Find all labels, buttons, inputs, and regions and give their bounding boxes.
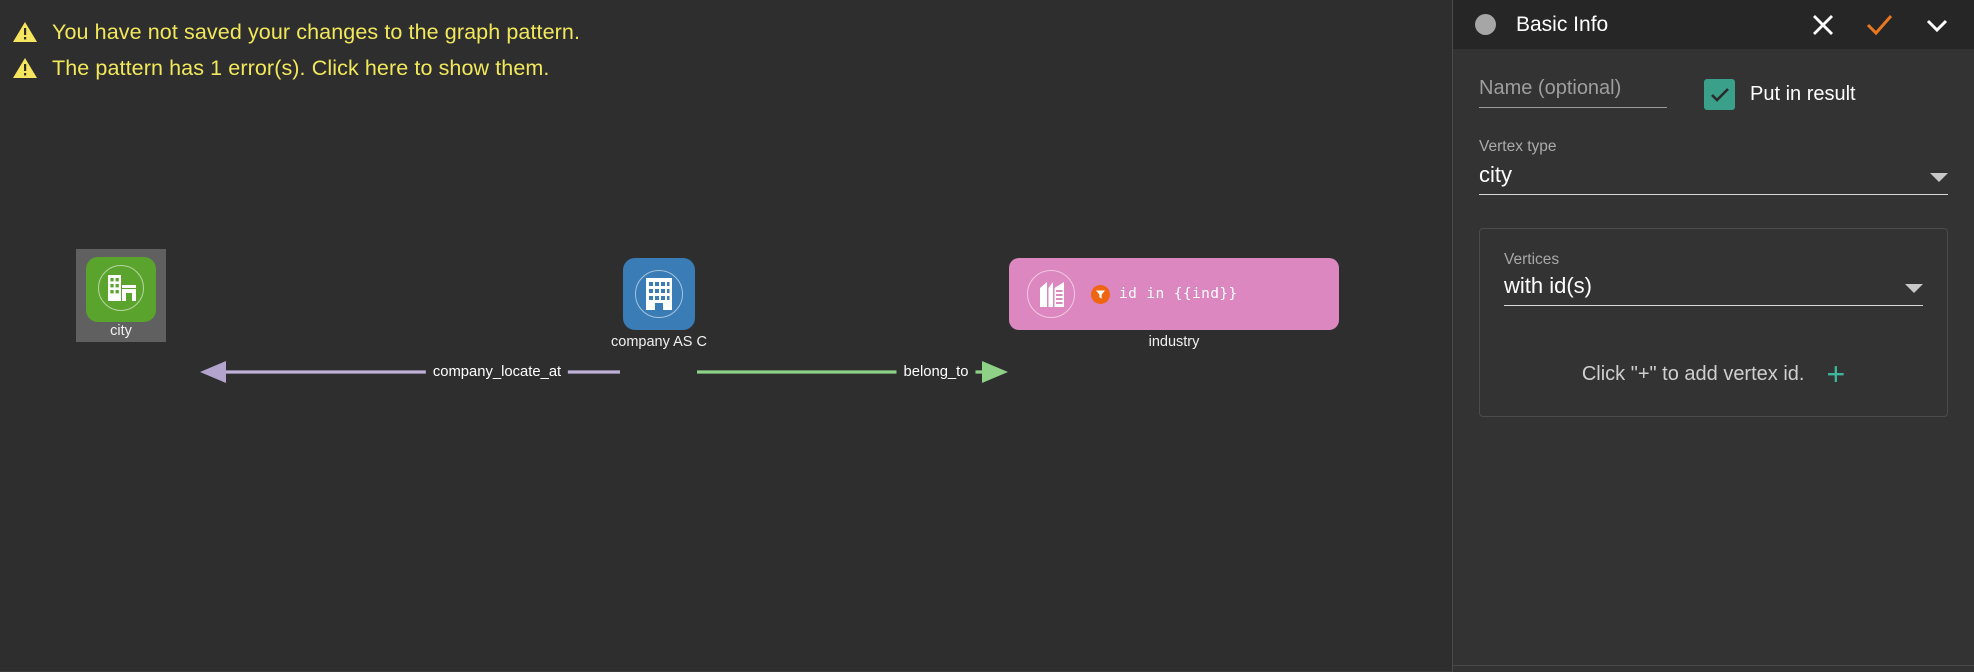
panel-title: Basic Info bbox=[1516, 12, 1609, 36]
filter-expression-text: id in {{ind}} bbox=[1119, 286, 1238, 302]
vertex-type-label: Vertex type bbox=[1479, 138, 1557, 155]
graph-node-industry[interactable]: id in {{ind}} industry bbox=[1009, 258, 1339, 350]
node-label: company AS C bbox=[611, 334, 707, 350]
basic-info-panel: Basic Info bbox=[1452, 0, 1974, 672]
put-in-result-checkbox[interactable] bbox=[1704, 79, 1735, 110]
warning-row-errors[interactable]: The pattern has 1 error(s). Click here t… bbox=[12, 50, 580, 86]
vertex-type-value: city bbox=[1479, 162, 1512, 187]
vertices-label: Vertices bbox=[1504, 251, 1560, 268]
edge-layer bbox=[200, 361, 1008, 383]
name-input[interactable]: Name (optional) bbox=[1479, 77, 1622, 99]
check-icon[interactable] bbox=[1865, 10, 1895, 40]
warning-text: You have not saved your changes to the g… bbox=[52, 19, 581, 44]
buildings-icon bbox=[107, 274, 137, 308]
plus-icon[interactable]: + bbox=[1826, 356, 1846, 392]
vertices-mode-select[interactable]: with id(s) bbox=[1504, 273, 1923, 305]
vertices-section: Vertices with id(s) Click "+" to add ver… bbox=[1479, 228, 1948, 417]
office-building-icon bbox=[645, 277, 673, 316]
chevron-down-icon[interactable] bbox=[1922, 10, 1952, 40]
vertex-type-select[interactable]: city bbox=[1479, 162, 1948, 194]
status-dot-icon bbox=[1475, 14, 1496, 35]
edge-label-belong-to[interactable]: belong_to bbox=[896, 364, 976, 380]
node-label: industry bbox=[1148, 334, 1200, 350]
warning-list: You have not saved your changes to the g… bbox=[12, 14, 580, 86]
node-icon-ring bbox=[1027, 270, 1075, 318]
stacked-books-icon bbox=[1038, 280, 1066, 314]
vertex-type-field: Vertex type city bbox=[1479, 138, 1948, 195]
name-and-result-row: Name (optional) Put in result bbox=[1479, 77, 1948, 110]
dropdown-caret-icon[interactable] bbox=[1930, 173, 1948, 182]
vertex-type-underline bbox=[1479, 194, 1948, 195]
panel-header: Basic Info bbox=[1453, 0, 1974, 49]
node-label: city bbox=[110, 323, 132, 339]
node-icon-ring bbox=[98, 265, 144, 311]
graph-node-company[interactable]: company AS C bbox=[611, 258, 707, 350]
warning-triangle-icon bbox=[12, 20, 38, 44]
name-underline bbox=[1479, 107, 1667, 108]
node-filter-expression[interactable]: id in {{ind}} bbox=[1091, 258, 1238, 330]
add-vertex-id-row[interactable]: Click "+" to add vertex id. + bbox=[1504, 358, 1923, 390]
graph-canvas[interactable]: You have not saved your changes to the g… bbox=[0, 0, 1452, 672]
put-in-result-toggle[interactable]: Put in result bbox=[1704, 79, 1856, 110]
warning-row-unsaved[interactable]: You have not saved your changes to the g… bbox=[12, 14, 580, 50]
warning-text: The pattern has 1 error(s). Click here t… bbox=[52, 55, 550, 80]
node-icon-ring bbox=[635, 270, 683, 318]
panel-body: Name (optional) Put in result Vertex typ… bbox=[1453, 49, 1974, 672]
graph-node-city[interactable]: city bbox=[76, 249, 166, 342]
vertices-mode-value: with id(s) bbox=[1504, 273, 1593, 298]
dropdown-caret-icon[interactable] bbox=[1905, 284, 1923, 293]
edge-label-company-locate-at[interactable]: company_locate_at bbox=[425, 364, 569, 380]
panel-header-actions bbox=[1808, 10, 1952, 40]
name-field[interactable]: Name (optional) bbox=[1479, 77, 1667, 108]
vertices-mode-underline bbox=[1504, 305, 1923, 306]
put-in-result-label: Put in result bbox=[1750, 83, 1856, 105]
close-icon[interactable] bbox=[1808, 10, 1838, 40]
warning-triangle-icon bbox=[12, 56, 38, 80]
add-vertex-id-hint: Click "+" to add vertex id. bbox=[1581, 362, 1805, 385]
filter-icon bbox=[1091, 284, 1110, 304]
